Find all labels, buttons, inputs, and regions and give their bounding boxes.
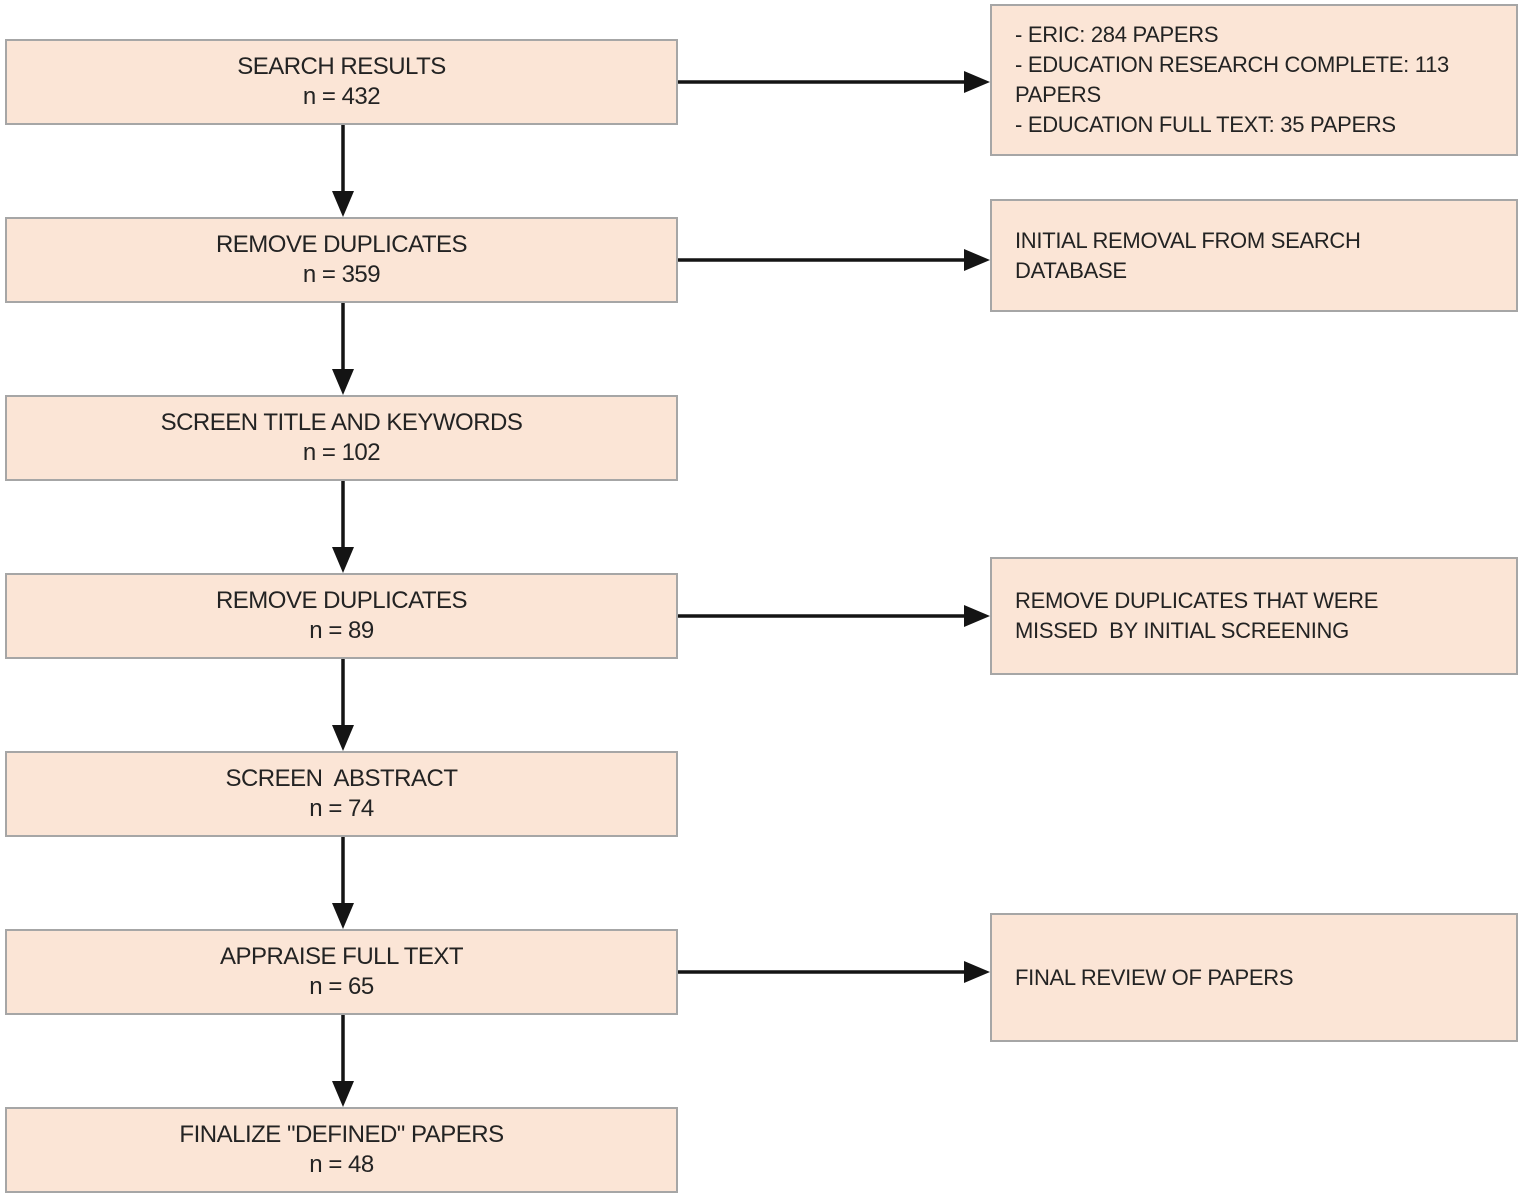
step-box-screen-title-keywords: SCREEN TITLE AND KEYWORDS n = 102 [5,395,678,481]
step-label: APPRAISE FULL TEXT [219,943,464,970]
step-label: REMOVE DUPLICATES [215,231,468,258]
step-count: n = 432 [302,83,381,110]
step-box-screen-abstract: SCREEN ABSTRACT n = 74 [5,751,678,837]
note-text: REMOVE DUPLICATES THAT WERE MISSED BY IN… [1015,588,1379,643]
note-box-initial-removal: INITIAL REMOVAL FROM SEARCH DATABASE [990,199,1518,312]
arrow-down-step3-step4 [332,481,354,573]
note-box-final-review: FINAL REVIEW OF PAPERS [990,913,1518,1042]
arrow-down-step2-step3 [332,303,354,395]
note-text: FINAL REVIEW OF PAPERS [1015,964,1294,990]
step-count: n = 102 [302,439,381,466]
arrow-right-step1-note1 [678,71,990,93]
step-label: FINALIZE "DEFINED" PAPERS [179,1121,504,1148]
step-label: REMOVE DUPLICATES [215,587,468,614]
step-count: n = 48 [309,1151,374,1178]
step-box-remove-duplicates-1: REMOVE DUPLICATES n = 359 [5,217,678,303]
arrow-right-step2-note2 [678,249,990,271]
note-text: - ERIC: 284 PAPERS - EDUCATION RESEARCH … [1015,22,1449,137]
step-count: n = 89 [309,617,374,644]
arrow-right-step6-note4 [678,961,990,983]
arrow-down-step4-step5 [332,659,354,751]
note-box-missed-duplicates: REMOVE DUPLICATES THAT WERE MISSED BY IN… [990,557,1518,675]
step-count: n = 74 [309,795,374,822]
arrow-down-step1-step2 [332,125,354,217]
step-label: SCREEN TITLE AND KEYWORDS [160,409,523,436]
step-box-finalize-defined-papers: FINALIZE "DEFINED" PAPERS n = 48 [5,1107,678,1193]
note-box-database-counts: - ERIC: 284 PAPERS - EDUCATION RESEARCH … [990,4,1518,156]
step-box-search-results: SEARCH RESULTS n = 432 [5,39,678,125]
step-count: n = 65 [309,973,374,1000]
arrow-right-step4-note3 [678,605,990,627]
step-box-appraise-full-text: APPRAISE FULL TEXT n = 65 [5,929,678,1015]
arrow-down-step5-step6 [332,837,354,929]
note-text: INITIAL REMOVAL FROM SEARCH DATABASE [1015,227,1361,283]
step-count: n = 359 [302,261,381,288]
arrow-down-step6-step7 [332,1015,354,1107]
step-box-remove-duplicates-2: REMOVE DUPLICATES n = 89 [5,573,678,659]
step-label: SEARCH RESULTS [237,53,446,80]
step-label: SCREEN ABSTRACT [225,765,458,792]
